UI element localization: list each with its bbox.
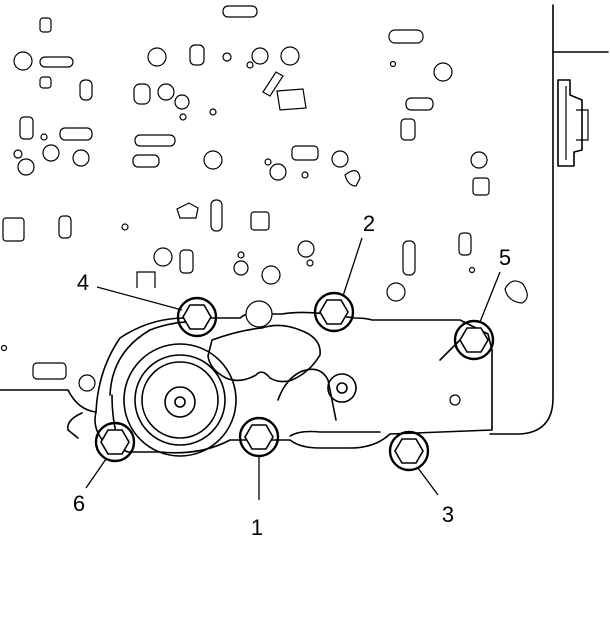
bolt-4: [176, 296, 218, 338]
callout-4: 4: [77, 270, 89, 295]
case-outline: [489, 4, 609, 435]
leader-3: [417, 467, 439, 496]
callout-6: 6: [73, 491, 85, 516]
bolt-3: [388, 430, 430, 472]
callout-3: 3: [442, 502, 454, 527]
callout-labels: 1 2 3 4 5 6: [73, 211, 511, 540]
callout-2: 2: [363, 211, 375, 236]
leader-6: [85, 458, 107, 489]
body-outline: [0, 389, 97, 439]
valve-housing: [94, 300, 493, 457]
leader-lines: [85, 237, 501, 500]
bolt-2: [313, 291, 355, 333]
callout-1: 1: [251, 515, 263, 540]
bolt-1: [238, 416, 280, 458]
valve-body-passages: [0, 5, 528, 392]
leader-4: [96, 286, 183, 311]
callout-5: 5: [499, 245, 511, 270]
leader-5: [479, 271, 501, 323]
leader-2: [342, 237, 363, 297]
bolt-5: [453, 319, 495, 361]
bolt-6: [94, 421, 136, 463]
